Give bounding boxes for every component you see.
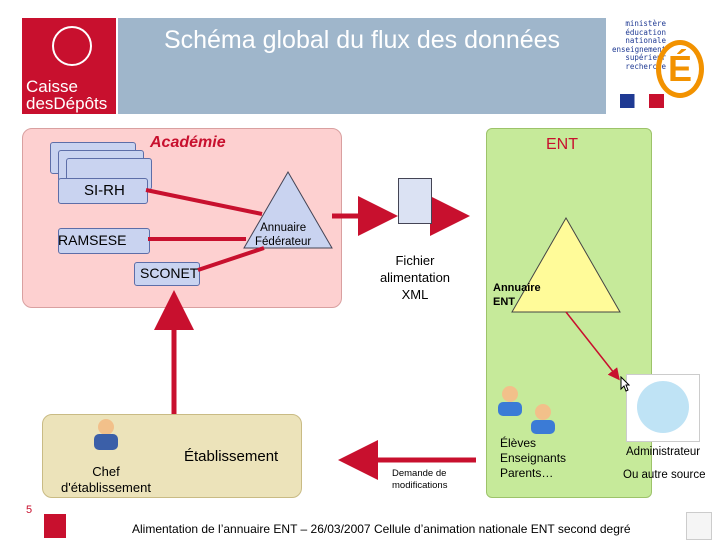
demande-line1: Demande de xyxy=(392,468,447,479)
fichier-line1: Fichier xyxy=(395,253,435,268)
sirh-database xyxy=(58,178,148,204)
logo-left-line2: desDépôts xyxy=(26,94,108,113)
chef-label: Chef d'établissement xyxy=(56,464,156,496)
logo-left-line1: Caisse xyxy=(26,77,78,96)
academie-label: Académie xyxy=(150,134,226,151)
users-line3: Parents… xyxy=(500,466,554,480)
ent-region xyxy=(486,128,652,498)
admin-avatar-icon xyxy=(637,381,689,433)
mouse-cursor-icon xyxy=(620,376,630,392)
fichier-line3: XML xyxy=(401,287,429,302)
users-line1: Élèves xyxy=(500,436,537,450)
arrow-sconet-to-annuaire xyxy=(197,246,265,272)
page-number: 5 xyxy=(26,504,33,516)
ministry-logo-text: ministère éducation nationale enseigneme… xyxy=(612,19,667,71)
ramsese-database xyxy=(58,228,150,254)
footer-logo-left xyxy=(44,514,66,538)
annuaire-ent-line2: ENT xyxy=(493,296,515,308)
annuaire-federateur-label: Annuaire Fédérateur xyxy=(255,221,311,249)
user-person-icon-1 xyxy=(498,386,522,416)
demande-line2: modifications xyxy=(392,480,448,491)
flag-icon xyxy=(620,94,664,108)
sconet-database xyxy=(134,262,200,286)
chef-person-icon xyxy=(94,419,118,450)
fichier-line2: alimentation xyxy=(379,270,451,285)
caisse-des-depots-logo: Caisse desDépôts xyxy=(22,18,116,114)
footer-logo-right xyxy=(686,512,712,540)
e-letter-icon: É xyxy=(656,40,704,98)
footer-text: Alimentation de l’annuaire ENT – 26/03/2… xyxy=(132,522,631,536)
ministry-logo: ministère éducation nationale enseigneme… xyxy=(608,18,704,118)
arrow-sirh-to-annuaire xyxy=(145,188,263,216)
etablissement-label: Établissement xyxy=(184,448,279,465)
user-person-icon-2 xyxy=(531,404,555,434)
arrow-ent-to-admin xyxy=(565,311,620,381)
administrator-illustration xyxy=(626,374,700,442)
annuaire-ent-line1: Annuaire xyxy=(493,282,541,294)
annuaire-ent-label: Annuaire ENT xyxy=(493,281,541,309)
slide-title: Schéma global du flux des données xyxy=(163,26,561,54)
annuaire-federateur-triangle xyxy=(243,171,333,249)
sconet-label: SCONET xyxy=(140,265,199,281)
xml-file-icon xyxy=(398,178,432,224)
chef-line1: Chef xyxy=(92,464,120,479)
demande-label: Demande de modifications xyxy=(392,468,447,492)
annuaire-fed-line1: Annuaire xyxy=(260,222,307,234)
annuaire-fed-line2: Fédérateur xyxy=(255,236,312,248)
fichier-label: Fichier alimentation XML xyxy=(372,252,458,303)
etablissement-region xyxy=(42,414,302,498)
chef-line2: d'établissement xyxy=(61,480,151,495)
users-line2: Enseignants xyxy=(500,451,567,465)
admin-label: Administrateur xyxy=(626,446,701,458)
seal-icon xyxy=(52,26,92,66)
sirh-label: SI-RH xyxy=(84,182,125,199)
ramsese-label: RAMSESE xyxy=(58,232,127,248)
ent-label: ENT xyxy=(546,136,578,153)
users-label: Élèves Enseignants Parents… xyxy=(500,436,566,481)
header-band xyxy=(118,18,606,114)
other-source-label: Ou autre source xyxy=(623,469,706,481)
